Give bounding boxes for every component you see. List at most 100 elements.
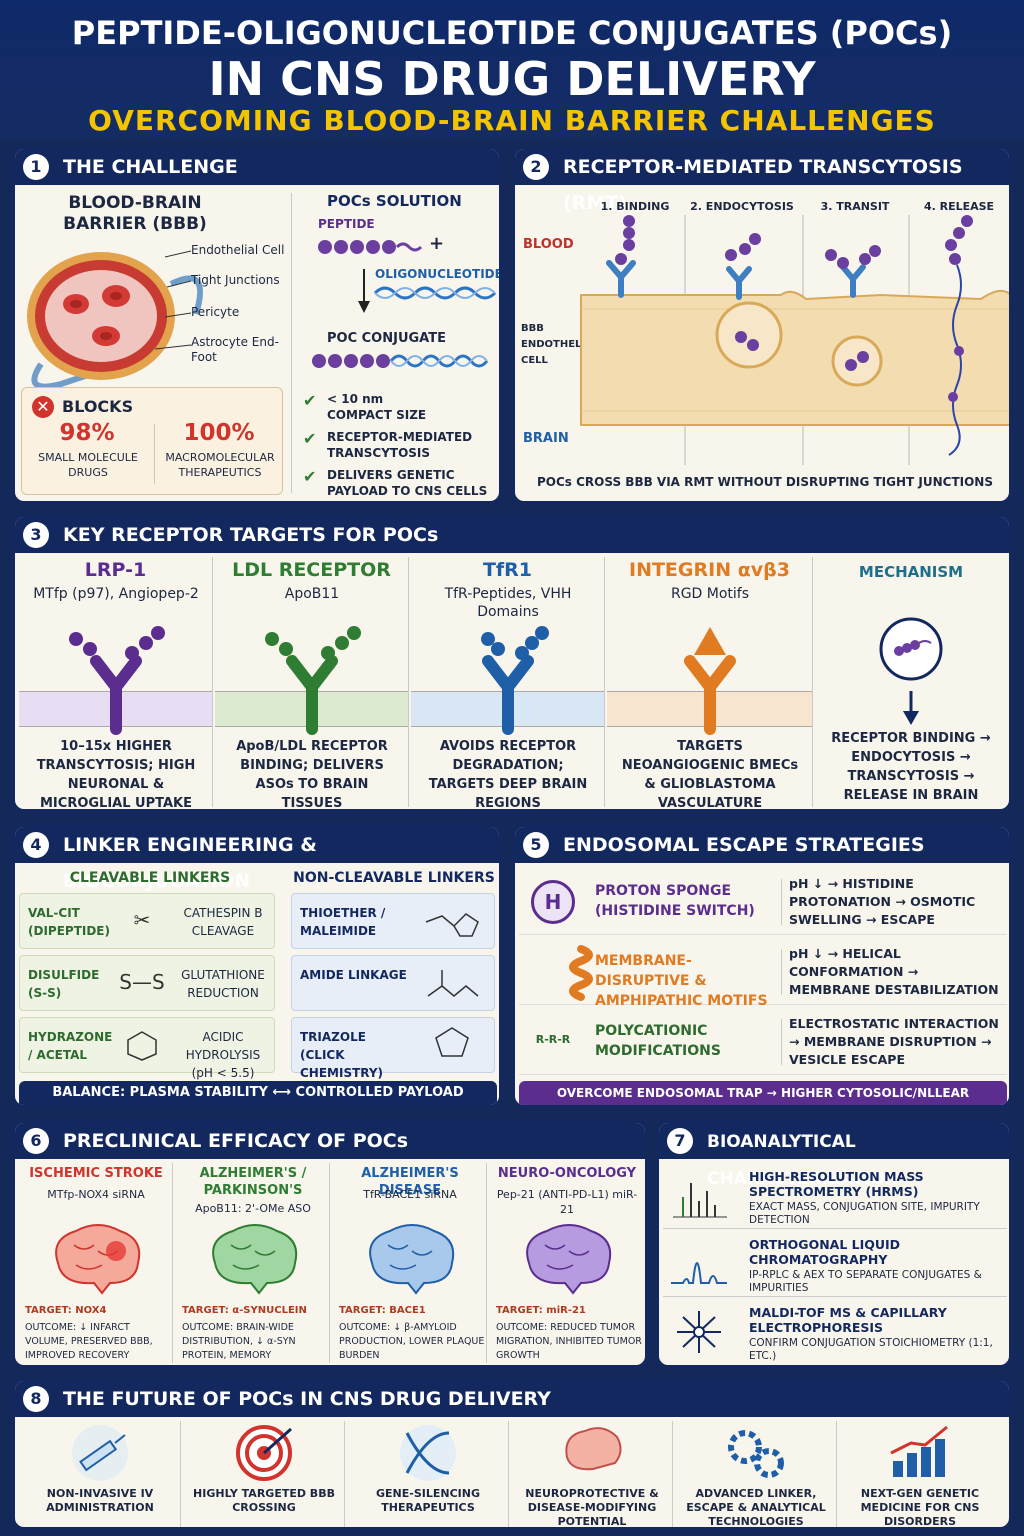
outcome-text: OUTCOME: ↓ INFARCT VOLUME, PRESERVED BBB… [25, 1322, 153, 1361]
maldi-laser-icon [669, 1307, 733, 1357]
disulfide-bond-icon: S—S [119, 970, 165, 994]
poc-conjugate-icon [312, 354, 489, 368]
receptor-icon [481, 626, 549, 735]
cell-label: BBB ENDOTHELIAL CELL [521, 323, 600, 366]
bbb-cross-section-illustration [27, 252, 203, 390]
brain-label: BRAIN [523, 431, 569, 446]
row-divider [781, 1019, 782, 1065]
strategy-name: MEMBRANE-DISRUPTIVE & AMPHIPATHIC MOTIFS [595, 953, 768, 1009]
outcome-text: OUTCOME: ↓ β-AMYLOID PRODUCTION, LOWER P… [339, 1322, 485, 1361]
strategy-name: POLYCATIONIC MODIFICATIONS [595, 1023, 721, 1059]
receptor-ligands: TfR-Peptides, VHH Domains [444, 586, 572, 620]
rmt-caption: POCs CROSS BBB VIA RMT WITHOUT DISRUPTIN… [537, 475, 993, 489]
receptor-icon [265, 626, 361, 735]
linker-name: DISULFIDE (S-S) [28, 968, 100, 1000]
receptor-description: 10–15x HIGHER TRANSCYTOSIS; HIGH NEURONA… [36, 739, 196, 811]
row-divider [781, 879, 782, 925]
rmt-illustration [580, 215, 1009, 465]
escape-footer-bar: OVERCOME ENDOSOMAL TRAP → HIGHER CYTOSOL… [519, 1081, 1007, 1105]
future-item: NON-INVASIVE IV ADMINISTRATION [19, 1421, 181, 1527]
receptor-description: RECEPTOR BINDING → ENDOCYTOSIS → TRANSCY… [831, 731, 991, 803]
non-cleavable-linker-row: THIOETHER / MALEIMIDE [291, 893, 495, 949]
check-icon: ✔ [303, 429, 317, 448]
future-item: ADVANCED LINKER, ESCAPE & ANALYTICAL TEC… [675, 1421, 837, 1527]
escape-strategy-row: MEMBRANE-DISRUPTIVE & AMPHIPATHIC MOTIFS… [519, 939, 1007, 1009]
future-item: NEXT-GEN GENETIC MEDICINE FOR CNS DISORD… [839, 1421, 1001, 1527]
linker-mechanism: GLUTATHIONE REDUCTION [181, 968, 265, 1000]
histidine-icon: H [525, 877, 581, 927]
linker-name: TRIAZOLE (CLICK CHEMISTRY) [300, 1030, 384, 1080]
label-endothelial-cell: Endothelial Cell [191, 243, 285, 257]
disease-name: ALZHEIMER'S DISEASE [361, 1166, 459, 1198]
receptor-icon [684, 627, 736, 735]
label-pericyte: Pericyte [191, 305, 240, 319]
blocks-box: ✕ BLOCKS 98% SMALL MOLECULE DRUGS 100% M… [21, 387, 283, 495]
future-item: NEUROPROTECTIVE & DISEASE-MODIFYING POTE… [511, 1421, 673, 1527]
macromolecular-label: MACROMOLECULAR THERAPEUTICS [165, 451, 275, 479]
check-icon: ✔ [303, 391, 317, 410]
mass-spectrum-icon [669, 1171, 733, 1221]
header: PEPTIDE-OLIGONUCLEOTIDE CONJUGATES (POCs… [0, 0, 1024, 140]
future-item: GENE-SILENCING THERAPEUTICS [347, 1421, 509, 1527]
target-label: TARGET: BACE1 [339, 1305, 426, 1316]
block-x-icon: ✕ [32, 396, 54, 418]
macromolecular-percent: 100% [183, 420, 255, 446]
analytical-method-row: HIGH-RESOLUTION MASS SPECTROMETRY (HRMS)… [663, 1163, 1007, 1229]
plus-sign: + [429, 233, 445, 254]
future-item-label: NEUROPROTECTIVE & DISEASE-MODIFYING POTE… [525, 1487, 659, 1528]
poc-agent: TfR-BACE1 siRNA [363, 1188, 457, 1201]
cleavable-title: CLEAVABLE LINKERS [69, 870, 231, 886]
receptor-ligands: RGD Motifs [670, 586, 750, 602]
method-name: ORTHOGONAL LIQUID CHROMATOGRAPHY [749, 1237, 901, 1267]
check-rmt: RECEPTOR-MEDIATED TRANSCYTOSIS [327, 430, 473, 460]
non-cleavable-linker-row: TRIAZOLE (CLICK CHEMISTRY) [291, 1017, 495, 1080]
brain-illustration [203, 1221, 303, 1295]
receptor-ligands: MTfp (p97), Angiopep-2 [33, 586, 199, 602]
step-transit: 3. TRANSIT [820, 200, 890, 213]
polycation-icon: R-R-R [535, 1033, 571, 1046]
future-item-label: GENE-SILENCING THERAPEUTICS [376, 1487, 480, 1514]
down-arrow-icon [358, 269, 370, 313]
label-astrocyte-end-foot: Astrocyte End-Foot [191, 335, 279, 364]
dna-icon [393, 1423, 463, 1483]
analytical-method-row: MALDI-TOF MS & CAPILLARY ELECTROPHORESIS… [663, 1299, 1007, 1365]
receptor-icon [69, 626, 165, 735]
strategy-name: PROTON SPONGE (HISTIDINE SWITCH) [595, 883, 755, 919]
future-item-label: ADVANCED LINKER, ESCAPE & ANALYTICAL TEC… [686, 1487, 826, 1528]
non-cleavable-linker-row: AMIDE LINKAGE [291, 955, 495, 1011]
oligonucleotide-helix-icon [373, 286, 497, 300]
receptor-name: INTEGRIN αvβ3 [629, 559, 790, 581]
maleimide-structure-icon [422, 900, 488, 944]
label-tight-junctions: Tight Junctions [191, 273, 280, 287]
method-description: CONFIRM CONJUGATION STOICHIOMETRY (1:1, … [749, 1337, 993, 1362]
poc-agent: MTfp-NOX4 siRNA [47, 1188, 145, 1201]
scissors-icon: ✂ [133, 908, 151, 932]
target-label: TARGET: α-SYNUCLEIN [182, 1305, 307, 1316]
strategy-description: pH ↓ → HISTIDINE PROTONATION → OSMOTIC S… [789, 876, 976, 927]
receptor-description: ApoB/LDL RECEPTOR BINDING; DELIVERS ASOs… [236, 739, 388, 811]
check-icon: ✔ [303, 467, 317, 486]
brain-illustration [46, 1221, 146, 1295]
receptor-name: LRP-1 [84, 559, 147, 581]
title-line-2: IN CNS DRUG DELIVERY [208, 52, 816, 106]
strategy-description: pH ↓ → HELICAL CONFORMATION → MEMBRANE D… [789, 946, 999, 997]
poc-agent: ApoB11: 2'-OMe ASO [195, 1202, 311, 1215]
peptide-chain-icon [318, 240, 423, 254]
small-molecule-label: SMALL MOLECULE DRUGS [38, 451, 138, 479]
gears-icon [721, 1423, 791, 1483]
target-label: TARGET: NOX4 [25, 1305, 107, 1316]
linker-name: HYDRAZONE / ACETAL [28, 1030, 113, 1062]
